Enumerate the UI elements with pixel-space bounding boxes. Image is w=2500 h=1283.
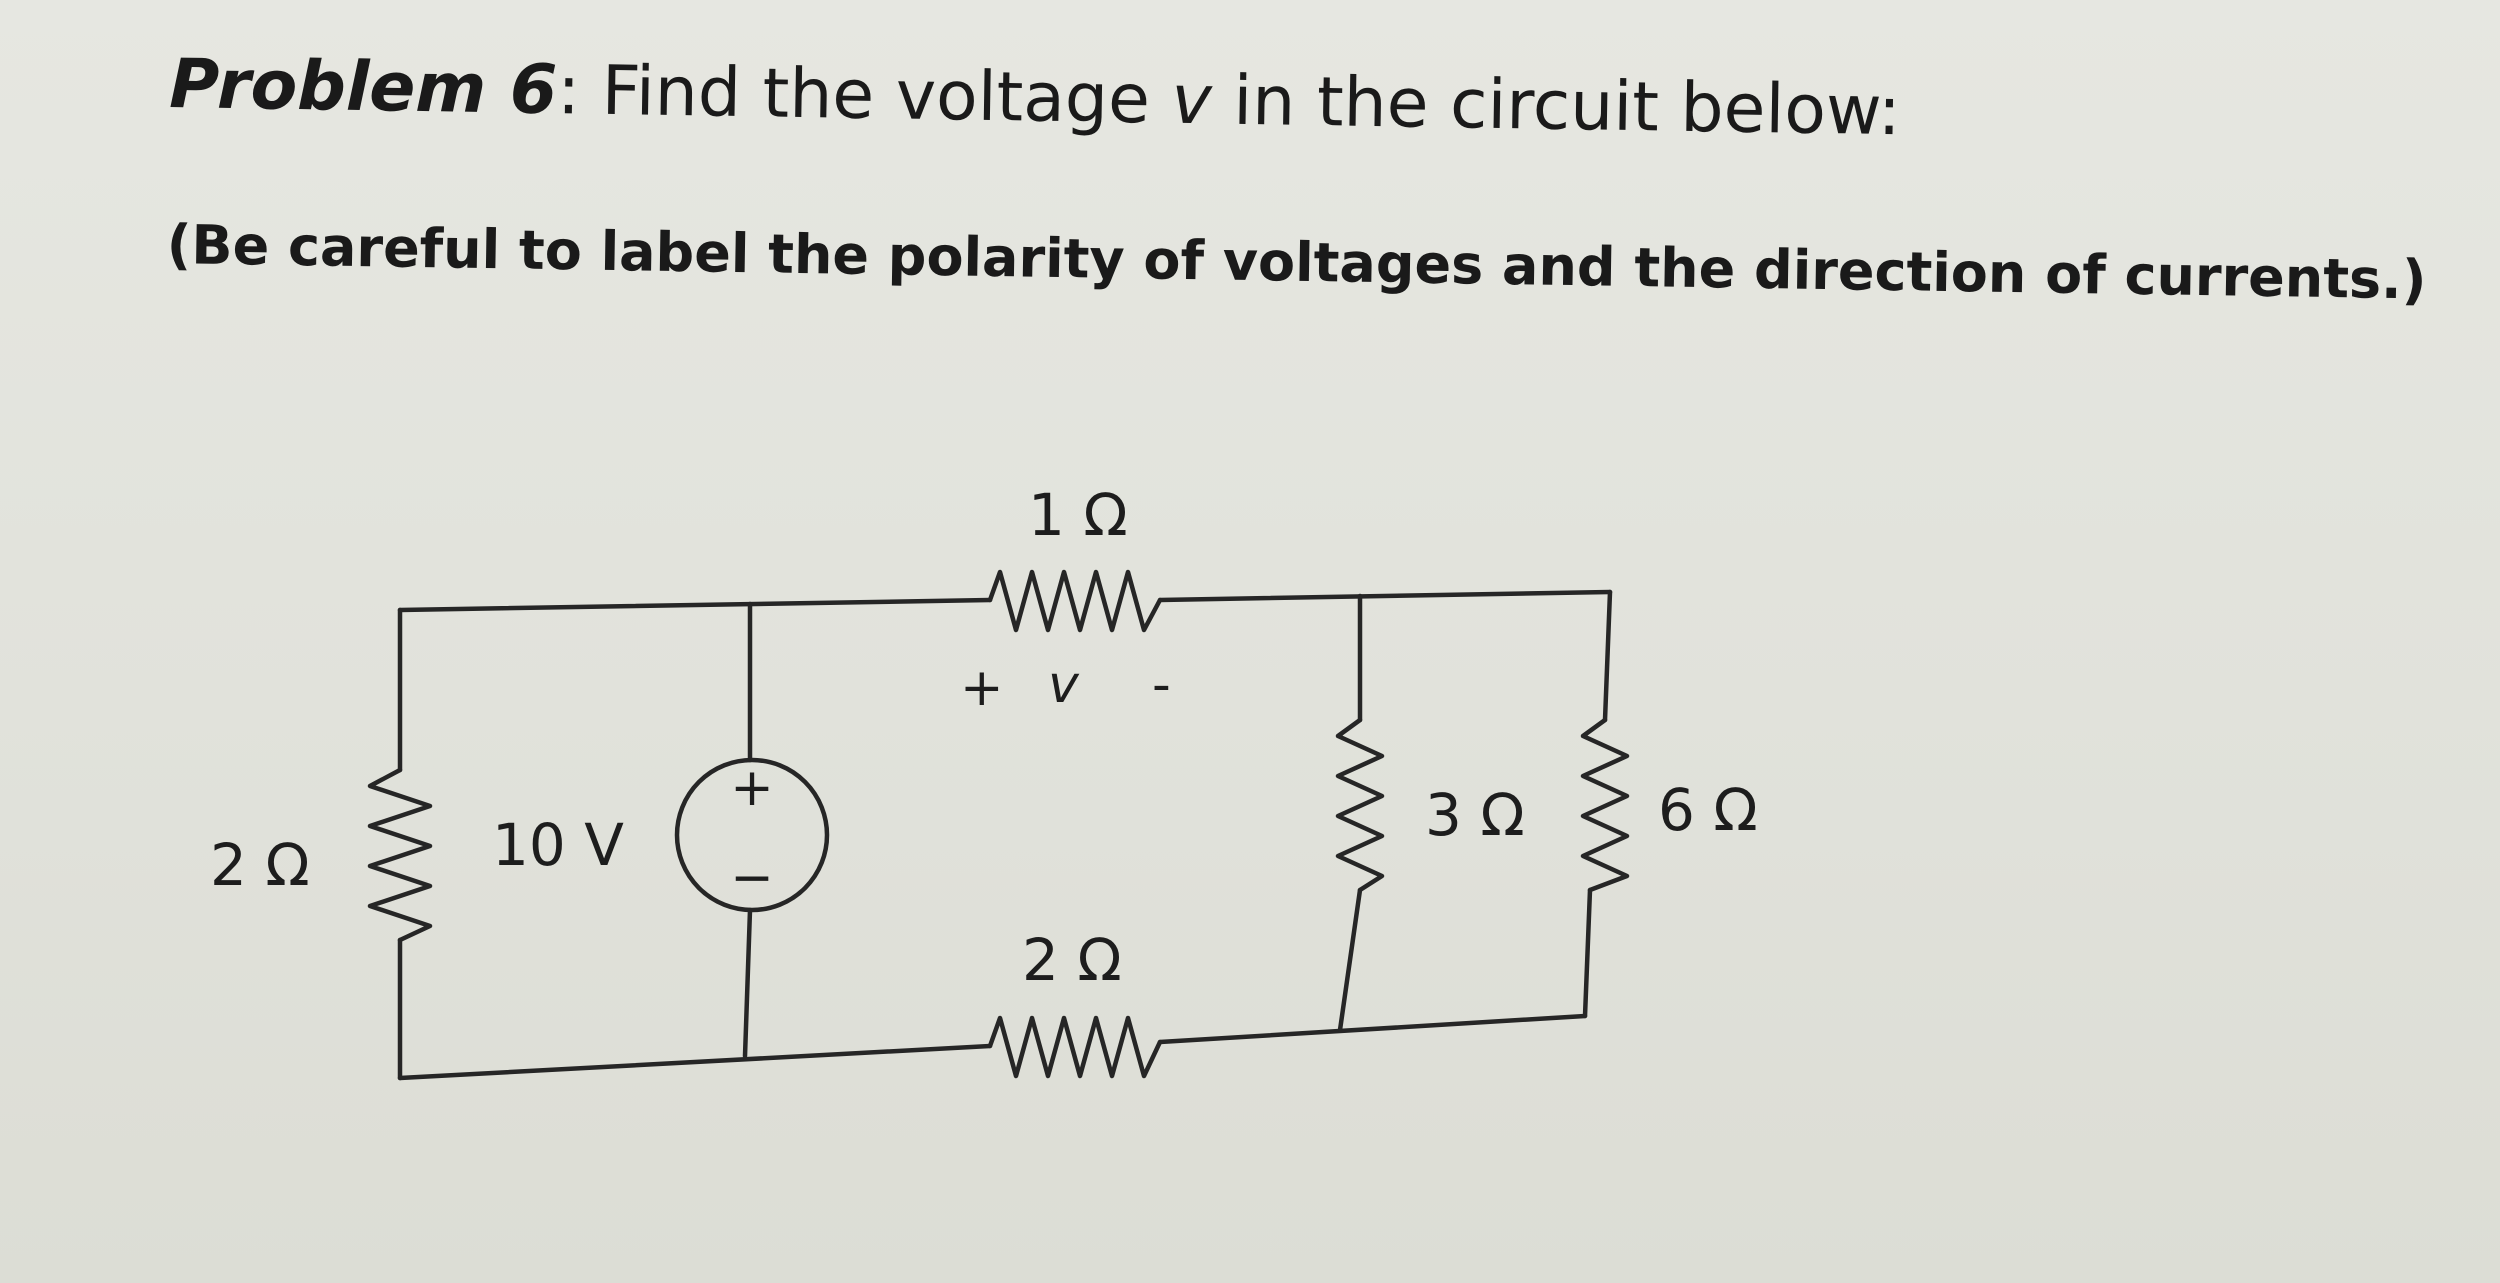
resistor-bottom-label: 2 Ω [1022,926,1122,994]
source-label: 10 V [492,811,624,879]
source-plus-sign: + [730,758,774,818]
voltage-variable-label: v [1048,655,1080,715]
source-minus-sign: − [730,848,774,908]
wire-bottom-right [1157,1013,1588,1045]
wire-6ohm-bottom [1582,887,1593,1019]
resistor-left-symbol [367,767,433,943]
resistor-top-symbol [987,569,1163,633]
resistor-3ohm-label: 3 Ω [1425,781,1525,849]
wire-top-left [397,597,993,613]
wire-source-bottom [742,907,753,1059]
wire-top-right [1157,589,1613,603]
wire-3ohm-bottom [1337,887,1363,1033]
resistor-left-label: 2 Ω [210,831,310,899]
resistor-top-label: 1 Ω [1028,481,1128,549]
resistor-3ohm-symbol [1335,717,1385,893]
resistor-bottom-symbol [987,1015,1163,1079]
resistor-6ohm-symbol [1580,717,1630,893]
resistor-6ohm-label: 6 Ω [1658,776,1758,844]
voltage-source-symbol [674,757,830,913]
voltage-plus-sign: + [960,658,1004,718]
wire-6ohm-top [1602,589,1613,723]
voltage-minus-sign: - [1152,655,1171,715]
wire-bottom-left [397,1043,993,1081]
